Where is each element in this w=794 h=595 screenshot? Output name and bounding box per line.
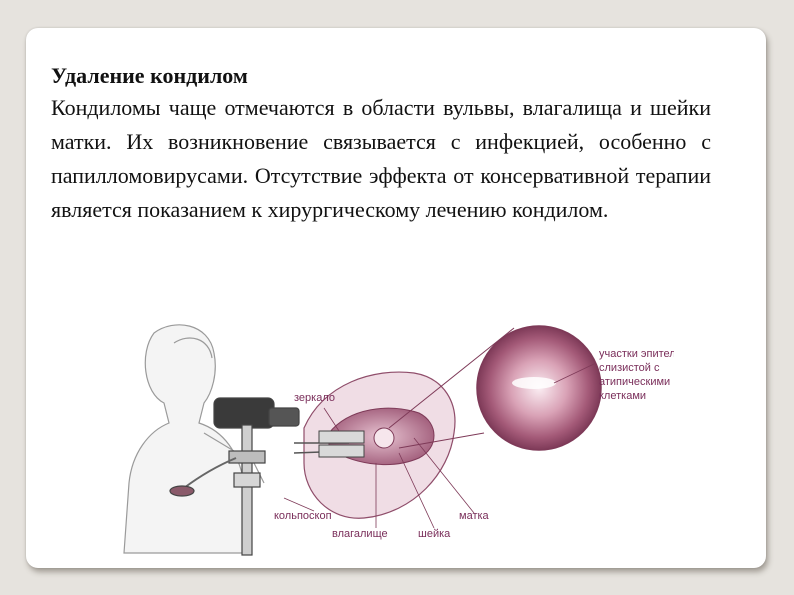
cervix-magnified	[388, 325, 602, 451]
label-cervix: шейка	[418, 528, 451, 540]
label-uterus: матка	[459, 510, 490, 522]
slide: Удаление кондилом Кондиломы чаще отмечаю…	[26, 28, 766, 568]
label-epithelium-3: атипическими	[599, 376, 670, 388]
anatomy-section	[293, 371, 456, 519]
label-vagina: влагалище	[332, 528, 388, 540]
label-epithelium-2: слизистой с	[599, 362, 660, 374]
label-epithelium-1: участки эпителия	[599, 348, 674, 360]
label-epithelium-4: клетками	[599, 390, 646, 402]
slide-paragraph: Кондиломы чаще отмечаются в области вуль…	[51, 95, 711, 222]
label-colposcope: кольпоскоп	[274, 510, 332, 522]
colposcope-device	[169, 397, 300, 556]
label-mirror: зеркало	[294, 392, 335, 404]
colposcopy-illustration: зеркало кольпоскоп влагалище шейка матка…	[123, 324, 674, 556]
slide-title: Удаление кондилом	[51, 63, 248, 88]
